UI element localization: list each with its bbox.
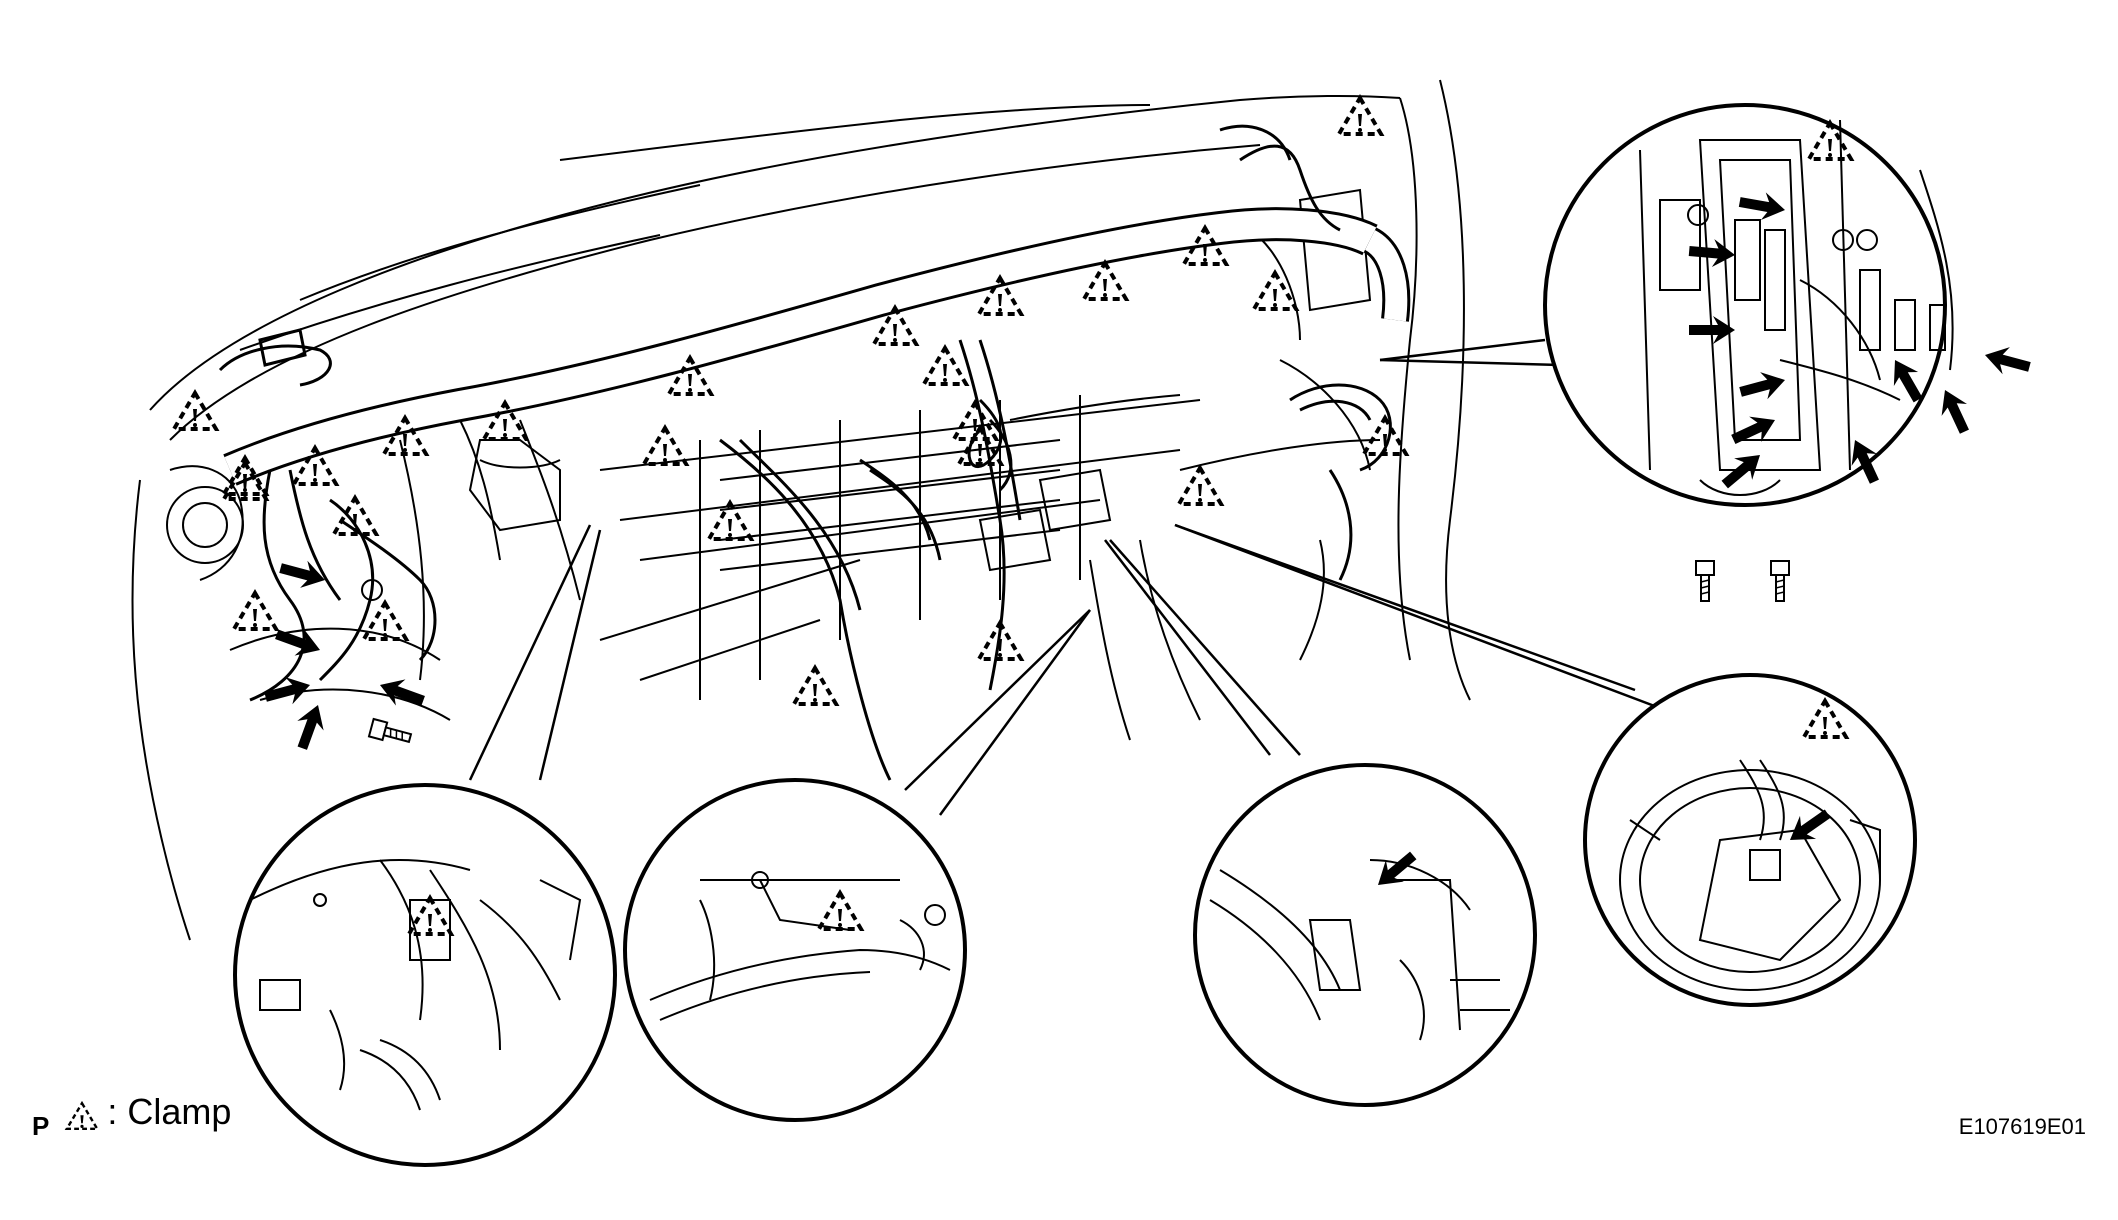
callout-inset-bottom-4 bbox=[1583, 673, 1917, 1007]
figure-id: E107619E01 bbox=[1958, 1114, 2086, 1139]
legend-clamp-label: : Clamp bbox=[107, 1091, 232, 1132]
legend-mark: P bbox=[32, 1111, 50, 1141]
callout-leaders bbox=[468, 338, 1666, 816]
callout-inset-top-right bbox=[1543, 103, 2034, 602]
callout-inset-bottom-3 bbox=[1193, 763, 1537, 1107]
callout-circles bbox=[233, 103, 2034, 1167]
main-harness-tube bbox=[223, 207, 1411, 486]
callout-inset-bottom-2 bbox=[623, 778, 967, 1122]
legend: P : Clamp bbox=[32, 1091, 232, 1142]
callout-inset-bottom-1 bbox=[233, 783, 617, 1167]
dashed-triangle-icon bbox=[65, 1100, 100, 1130]
branch-harnesses bbox=[218, 124, 1392, 781]
bolt-markers bbox=[361, 579, 414, 748]
clamp-markers bbox=[172, 96, 1408, 706]
